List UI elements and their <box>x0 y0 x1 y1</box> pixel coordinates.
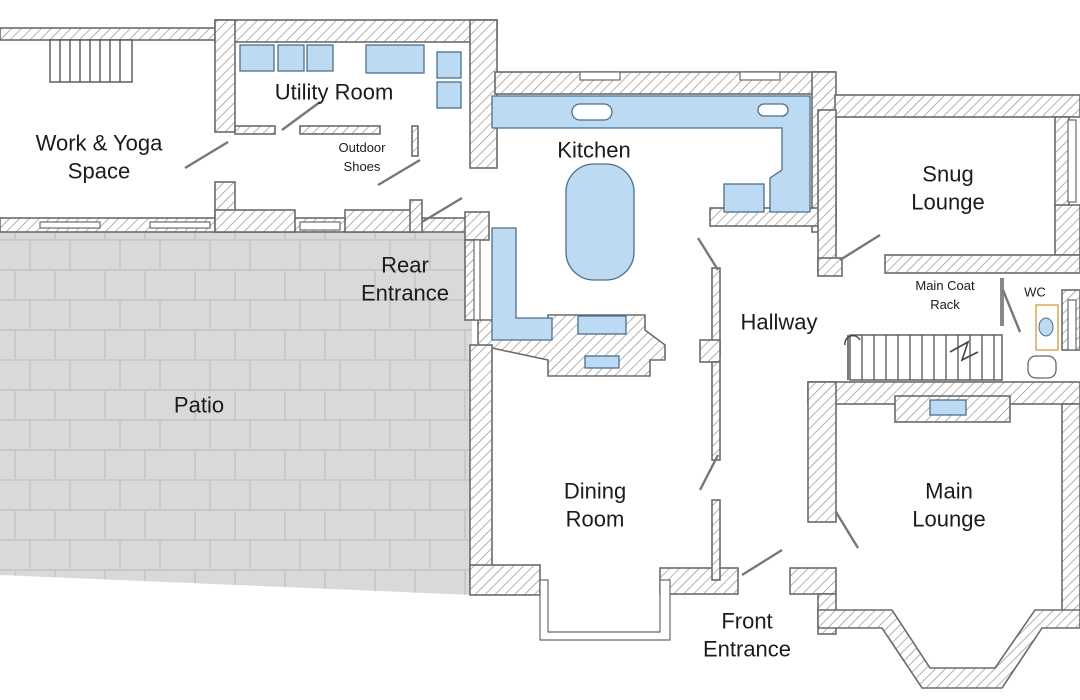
room-label-hallway: Hallway <box>740 308 817 336</box>
kitchen-fixtures <box>491 95 967 416</box>
room-label-line: Lounge <box>912 506 986 531</box>
utility-fixtures <box>239 44 462 109</box>
doors <box>184 101 1022 577</box>
room-label-line: Work & Yoga <box>35 130 163 156</box>
label-outdoor-shoes: Outdoor Shoes <box>339 139 386 177</box>
staircase <box>844 334 1003 381</box>
room-label-kitchen: Kitchen <box>557 136 630 164</box>
room-label-line: Utility Room <box>274 79 394 105</box>
room-label-work-yoga: Work & Yoga Space <box>36 130 163 185</box>
room-label-line: Front <box>721 608 773 634</box>
room-label-line: Lounge <box>911 189 985 214</box>
room-label-line: Patio <box>173 392 225 418</box>
room-label-line: Dining <box>563 478 627 504</box>
room-label-line: Shoes <box>343 159 381 174</box>
room-label-line: Main Coat <box>915 278 975 294</box>
room-label-line: Space <box>67 158 131 183</box>
room-label-wc: WC <box>1024 284 1046 303</box>
room-label-line: Rear <box>381 252 429 278</box>
room-label-main-lounge: Main Lounge <box>912 478 985 533</box>
room-label-line: WC <box>1024 284 1046 300</box>
room-label-line: Room <box>565 506 625 531</box>
wc-fixtures <box>1000 278 1059 379</box>
room-label-line: Snug <box>922 161 974 187</box>
walls <box>0 19 1080 689</box>
room-label-rear-entrance: Rear Entrance <box>361 252 449 307</box>
room-label-dining: Dining Room <box>564 478 626 533</box>
patio-area <box>0 232 472 595</box>
room-label-line: Rack <box>930 297 960 312</box>
room-label-front-entrance: Front Entrance <box>703 608 791 663</box>
room-label-line: Hallway <box>740 309 818 335</box>
room-label-utility: Utility Room <box>275 78 394 106</box>
room-label-line: Entrance <box>702 636 792 661</box>
room-label-line: Entrance <box>360 280 450 305</box>
room-label-line: Outdoor <box>338 140 386 156</box>
windows <box>39 71 1077 641</box>
room-label-line: Kitchen <box>557 137 631 163</box>
room-label-line: Main <box>925 478 973 504</box>
room-label-patio: Patio <box>174 391 224 419</box>
outdoor-steps <box>49 39 133 83</box>
room-label-snug: Snug Lounge <box>911 161 984 216</box>
label-main-coat-rack: Main Coat Rack <box>915 277 974 315</box>
